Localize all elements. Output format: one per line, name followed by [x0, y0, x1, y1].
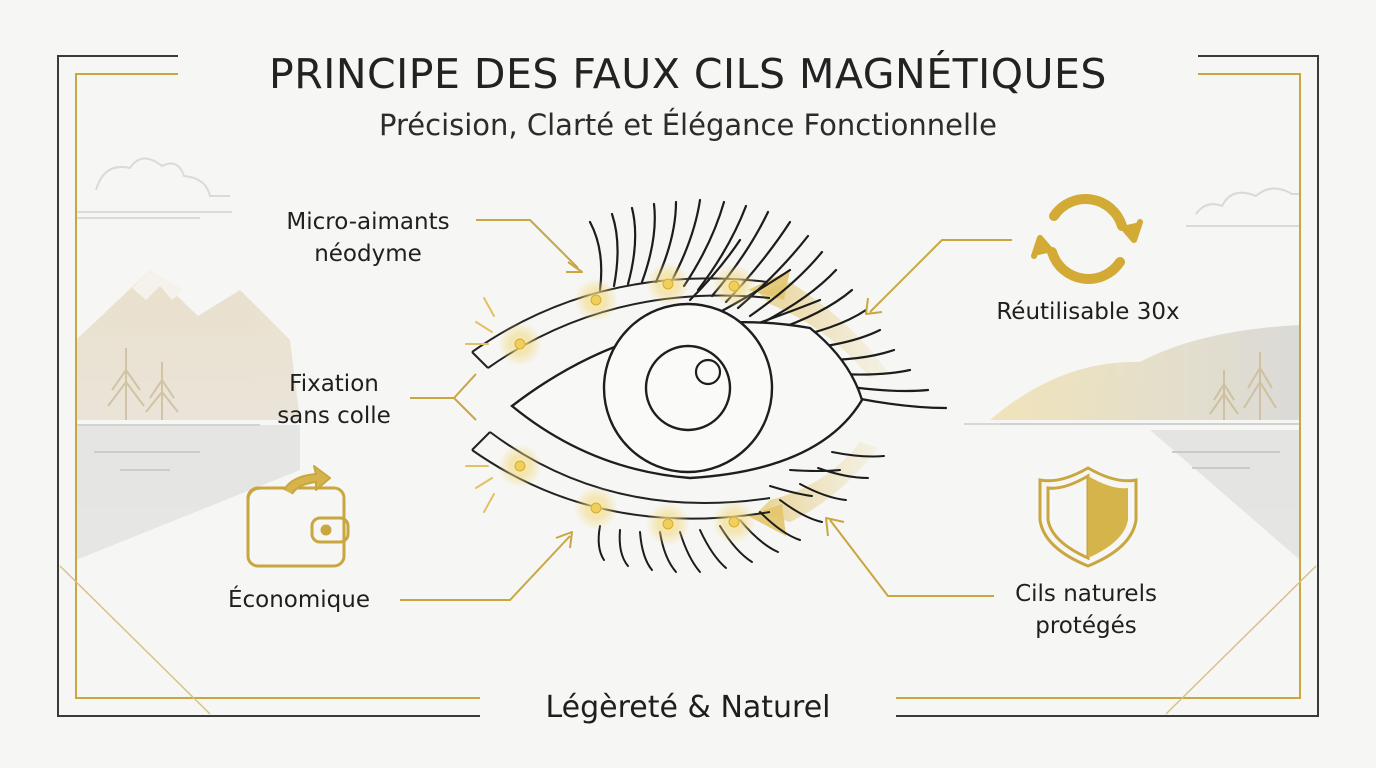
- wallet-icon: [246, 465, 350, 568]
- label-economique-line1: Économique: [227, 587, 371, 613]
- recycle-arrows-icon: [1031, 194, 1143, 284]
- label-cils-proteges-line1: Cils naturels: [1015, 581, 1157, 607]
- label-fixation: Fixation sans colle: [244, 368, 424, 432]
- label-cils-proteges-line2: protégés: [1035, 613, 1137, 639]
- label-micro-aimants: Micro-aimants néodyme: [250, 206, 486, 270]
- leader-lines: [400, 219, 1012, 601]
- decorative-frame: [57, 55, 1319, 717]
- magnet-glow-dots: [465, 262, 756, 546]
- eye-icon: [471, 198, 948, 573]
- label-micro-aimants-line1: Micro-aimants: [286, 209, 450, 235]
- shield-icon: [1038, 466, 1138, 568]
- label-fixation-line2: sans colle: [277, 403, 391, 429]
- label-cils-proteges: Cils naturels protégés: [986, 578, 1186, 642]
- label-fixation-line1: Fixation: [289, 371, 379, 397]
- label-economique: Économique: [196, 584, 402, 616]
- page-title: PRINCIPE DES FAUX CILS MAGNÉTIQUES: [269, 50, 1107, 98]
- label-reutilisable: Réutilisable 30x: [970, 296, 1206, 328]
- background-landscape-right: [980, 187, 1300, 560]
- label-micro-aimants-line2: néodyme: [314, 241, 422, 267]
- label-reutilisable-line1: Réutilisable 30x: [996, 299, 1180, 325]
- footer-tagline: Légèreté & Naturel: [545, 690, 831, 725]
- page-subtitle: Précision, Clarté et Élégance Fonctionne…: [379, 108, 997, 142]
- background-landscape-left: [76, 157, 300, 560]
